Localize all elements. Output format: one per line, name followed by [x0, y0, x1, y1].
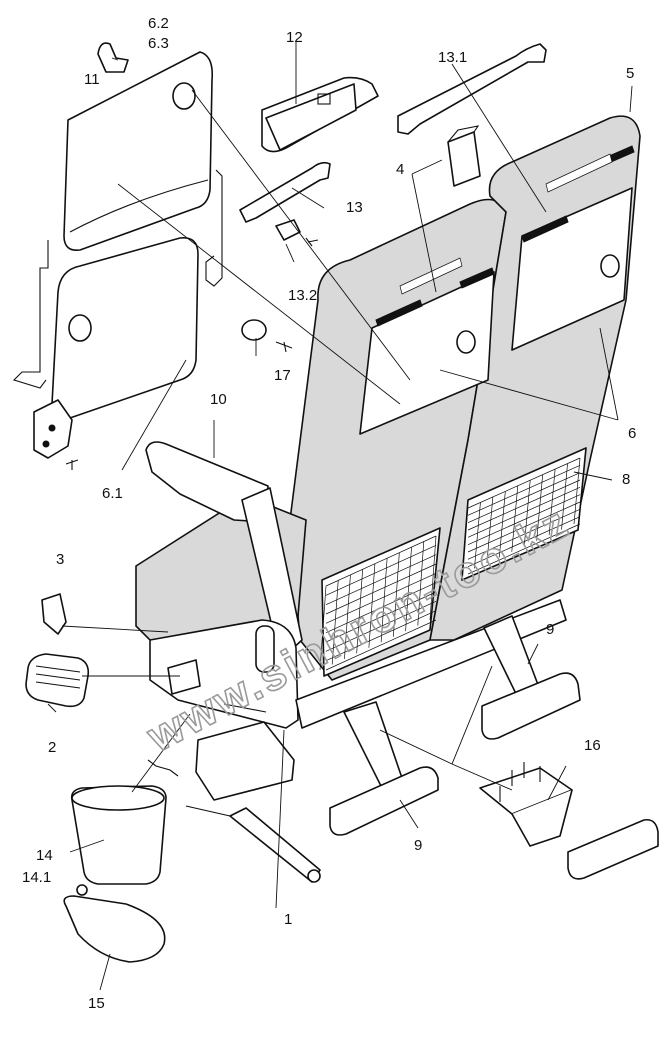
- vent-grille-left: [399, 257, 463, 295]
- armrest-part-10: [145, 441, 269, 523]
- pedal-2-ribs: [35, 665, 81, 689]
- button-17-icon: [241, 319, 267, 341]
- cover-4-top: [447, 125, 480, 143]
- ashtray-15-fastener: [76, 884, 88, 896]
- leg-9-left-foot: [329, 766, 439, 836]
- leg-9-right-foot: [481, 672, 581, 740]
- leg-9-left-body: [343, 701, 403, 789]
- gas-spring-1-rod: [185, 805, 231, 817]
- seat-slot-1: [375, 299, 423, 327]
- latch-knob-part-11: [97, 42, 129, 73]
- callout-13: 13: [346, 199, 363, 216]
- callout-9-right: 9: [546, 621, 554, 638]
- hinge-screw: [65, 459, 79, 470]
- waste-bin-part-14: [70, 759, 179, 885]
- seat-leg-right-part-9: [481, 615, 581, 740]
- callout-labels: 6.2 6.3 11 12 13.1 5 4 13 13.2 17 10 6 8…: [22, 15, 636, 1012]
- callout-5: 5: [626, 65, 634, 82]
- tray-cup-hole-upper: [172, 82, 196, 110]
- latch-knob-11-icon: [97, 42, 129, 73]
- seat-back-hole-left: [456, 330, 476, 354]
- hinge-bolt-1: [48, 424, 56, 432]
- callout-6-3: 6.3: [148, 35, 169, 52]
- seat-leg-left-part-9: [329, 701, 439, 836]
- side-hinge-cover: [255, 625, 275, 673]
- callout-12: 12: [286, 29, 303, 46]
- callout-6-1: 6.1: [102, 485, 123, 502]
- callout-8: 8: [622, 471, 630, 488]
- callout-1: 1: [284, 911, 292, 928]
- pedal-part-2: [25, 653, 90, 708]
- mounting-plate-part-16: [479, 762, 659, 880]
- tray-fold-line: [69, 179, 209, 233]
- ashtray-15-icon: [63, 895, 166, 963]
- callout-16: 16: [584, 737, 601, 754]
- clip-part-13-2: [275, 219, 319, 247]
- cover-part-4: [447, 125, 481, 187]
- lever-3-icon: [41, 593, 67, 635]
- cover-4-icon: [447, 131, 481, 187]
- callout-6: 6: [628, 425, 636, 442]
- callout-14-1: 14.1: [22, 869, 51, 886]
- callout-17: 17: [274, 367, 291, 384]
- side-handle-recess: [167, 659, 201, 695]
- hinge-bolt-2: [42, 440, 50, 448]
- grab-handle-part-13-1: [397, 43, 547, 135]
- gas-spring-1-end: [307, 869, 321, 883]
- tray-table-assembly: [12, 51, 223, 470]
- lever-part-3: [41, 593, 67, 635]
- callout-2: 2: [48, 739, 56, 756]
- bin-14-washers: [147, 759, 179, 777]
- pocket-12-front: [265, 83, 357, 151]
- side-label-line: [223, 703, 267, 713]
- handle-13-1-icon: [397, 43, 547, 135]
- callout-10: 10: [210, 391, 227, 408]
- clip-13-2-icon: [275, 219, 301, 241]
- callout-14: 14: [36, 847, 53, 864]
- tray-arm-left: [12, 240, 49, 389]
- seat-back-hole-right: [600, 254, 620, 278]
- plate-16-bracket: [511, 789, 573, 847]
- leader-lines: [47, 42, 633, 991]
- tray-arm-right: [205, 169, 223, 287]
- bin-14-body: [70, 785, 167, 885]
- pocket-12-clip: [317, 93, 331, 105]
- vent-grille-right: [545, 153, 613, 193]
- callout-6-2: 6.2: [148, 15, 169, 32]
- seat-slot-3: [521, 215, 569, 243]
- callout-11: 11: [84, 71, 100, 88]
- callout-3: 3: [56, 551, 64, 568]
- callout-9-left: 9: [414, 837, 422, 854]
- plate-16-studs: [499, 762, 541, 802]
- seat-back-panel-left: [359, 271, 495, 435]
- armrest-post: [241, 487, 303, 661]
- base-bracket: [195, 721, 295, 801]
- callout-13-2: 13.2: [288, 287, 317, 304]
- double-seat-assembly: [135, 115, 641, 801]
- callout-15: 15: [88, 995, 105, 1012]
- callout-4: 4: [396, 161, 404, 178]
- seat-net-left: [319, 527, 441, 677]
- button-17-screw: [275, 341, 293, 353]
- button-part-17: [241, 319, 293, 353]
- seat-slot-2: [459, 267, 495, 289]
- storage-pocket-part-12: [261, 76, 379, 153]
- seat-net-right: [461, 447, 587, 581]
- tray-cup-hole-lower: [68, 314, 92, 342]
- ashtray-rim-part-15: [63, 884, 166, 963]
- clip-13-2-screw: [305, 237, 319, 247]
- callout-13-1: 13.1: [438, 49, 467, 66]
- plate-16-foot: [567, 818, 659, 880]
- gas-spring-1-icon: [229, 807, 321, 883]
- bin-14-rim: [71, 785, 165, 811]
- gas-spring-part-1: [185, 805, 321, 883]
